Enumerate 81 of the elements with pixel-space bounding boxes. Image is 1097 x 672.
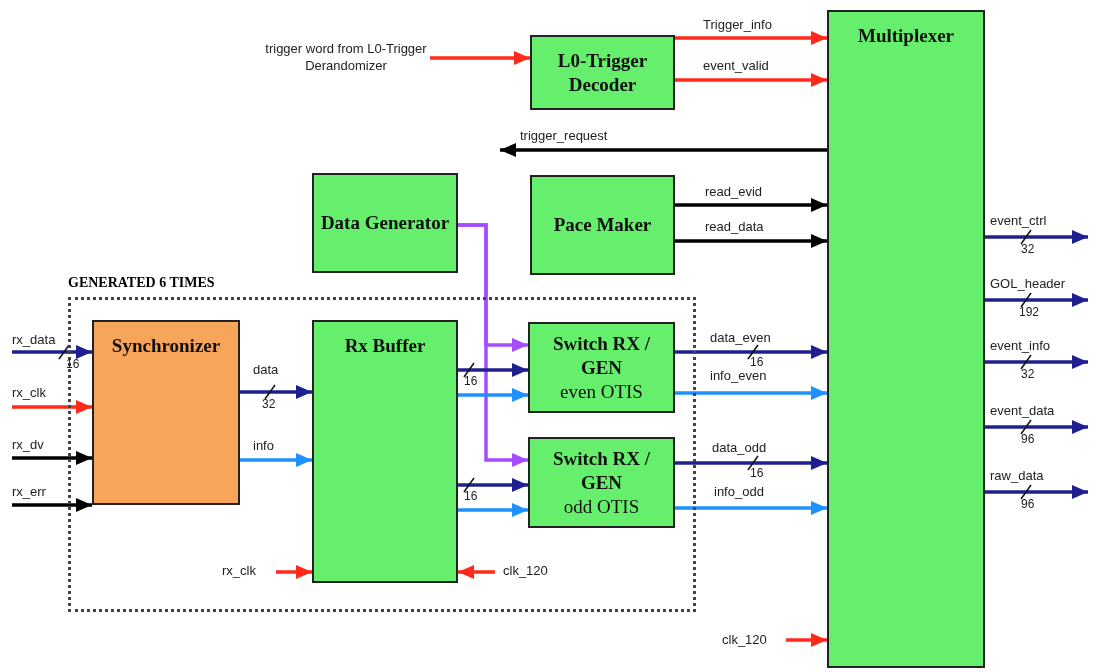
block-title: Rx Buffer bbox=[343, 334, 427, 358]
block-box bbox=[827, 10, 985, 668]
arrow bbox=[985, 485, 1088, 499]
bus-width-label: 32 bbox=[1021, 367, 1035, 381]
block-box bbox=[530, 35, 675, 110]
arrow bbox=[12, 400, 92, 414]
arrow bbox=[12, 498, 92, 512]
arrow bbox=[500, 143, 827, 157]
signal-label: data_even bbox=[710, 330, 771, 346]
arrow bbox=[12, 345, 92, 359]
bus-width-label: 16 bbox=[750, 355, 764, 369]
block-box bbox=[312, 320, 458, 583]
arrow bbox=[675, 386, 827, 400]
arrow bbox=[458, 503, 528, 517]
signal-label: info bbox=[253, 438, 274, 454]
block-title: Data Generator bbox=[319, 211, 451, 235]
arrow bbox=[240, 453, 312, 467]
arrow bbox=[985, 293, 1088, 307]
arrow bbox=[675, 345, 827, 359]
arrow bbox=[675, 501, 827, 515]
signal-label: clk_120 bbox=[722, 632, 767, 648]
signal-label: event_ctrl bbox=[990, 213, 1047, 229]
signal-label: rx_clk bbox=[222, 563, 256, 579]
block-box bbox=[530, 175, 675, 275]
block-title: Synchronizer bbox=[110, 334, 222, 358]
arrow bbox=[240, 385, 312, 399]
signal-label: event_info bbox=[990, 338, 1050, 354]
arrow bbox=[458, 478, 528, 492]
arrow bbox=[985, 420, 1088, 434]
arrow bbox=[458, 565, 495, 579]
signal-label: event_data bbox=[990, 403, 1055, 419]
group-heading: GENERATED 6 TIMES bbox=[68, 274, 215, 292]
block-box bbox=[312, 173, 458, 273]
arrow bbox=[786, 633, 827, 647]
block-subtitle: even OTIS bbox=[560, 379, 643, 404]
arrow bbox=[276, 565, 312, 579]
arrow bbox=[675, 31, 827, 45]
signal-label: data bbox=[253, 362, 279, 378]
signal-label: event_valid bbox=[703, 58, 769, 74]
arrow bbox=[675, 234, 827, 248]
arrow bbox=[12, 451, 92, 465]
bus-width-label: 16 bbox=[66, 357, 80, 371]
arrow bbox=[458, 388, 528, 402]
signal-label: info_odd bbox=[714, 484, 764, 500]
signal-label: rx_err bbox=[12, 484, 46, 500]
signal-label: trigger_request bbox=[520, 128, 608, 144]
signal-label: GOL_header bbox=[990, 276, 1066, 292]
arrow bbox=[985, 230, 1088, 244]
bus-width-label: 16 bbox=[750, 466, 764, 480]
signal-label: rx_data bbox=[12, 332, 56, 348]
signal-label: Trigger_info bbox=[703, 17, 772, 33]
signal-label: rx_clk bbox=[12, 385, 46, 401]
arrow bbox=[675, 73, 827, 87]
arrow bbox=[458, 363, 528, 377]
signal-label: read_data bbox=[705, 219, 764, 235]
block-title: Multiplexer bbox=[857, 24, 955, 48]
block-box bbox=[528, 322, 675, 413]
signal-label: info_even bbox=[710, 368, 767, 384]
arrow bbox=[430, 51, 530, 65]
signal-label: rx_dv bbox=[12, 437, 44, 453]
arrow bbox=[458, 223, 528, 467]
signal-label: raw_data bbox=[990, 468, 1044, 484]
signal-label: read_evid bbox=[705, 184, 763, 200]
bus-width-label: 16 bbox=[464, 489, 478, 503]
block-box bbox=[92, 320, 240, 505]
arrow bbox=[675, 456, 827, 470]
block-box bbox=[528, 437, 675, 528]
bus-width-label: 192 bbox=[1019, 305, 1040, 319]
block-subtitle: odd OTIS bbox=[563, 494, 640, 519]
signal-text: trigger word from L0-Trigger Derandomizer bbox=[264, 40, 428, 74]
bus-width-label: 32 bbox=[262, 397, 276, 411]
bus-width-label: 96 bbox=[1021, 432, 1035, 446]
arrow bbox=[675, 198, 827, 212]
signal-label: data_odd bbox=[712, 440, 767, 456]
block-title: Pace Maker bbox=[552, 213, 653, 237]
signal-label: clk_120 bbox=[503, 563, 548, 579]
bus-width-label: 96 bbox=[1021, 497, 1035, 511]
arrow bbox=[985, 355, 1088, 369]
block-title: L0-Trigger Decoder bbox=[556, 48, 649, 97]
bus-width-label: 32 bbox=[1021, 242, 1035, 256]
bus-width-label: 16 bbox=[464, 374, 478, 388]
